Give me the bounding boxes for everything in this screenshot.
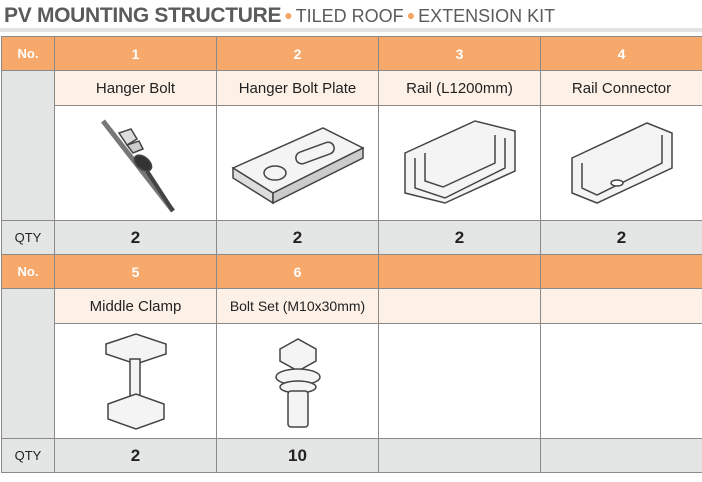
item-name: Middle Clamp — [54, 288, 217, 324]
empty-cell — [540, 254, 702, 289]
item-number: 6 — [216, 254, 379, 289]
no-label: No. — [1, 254, 55, 289]
label-cell — [1, 288, 55, 439]
item-number: 4 — [540, 36, 702, 71]
empty-cell — [378, 288, 541, 324]
parts-table: No. 1 2 3 4 Hanger Bolt Hanger Bolt Plat… — [1, 36, 702, 473]
empty-cell — [378, 254, 541, 289]
image-row — [2, 105, 702, 221]
hanger-bolt-icon — [54, 105, 217, 221]
item-number: 2 — [216, 36, 379, 71]
item-name: Rail Connector — [540, 70, 702, 106]
qty-label: QTY — [1, 438, 55, 473]
divider — [0, 28, 702, 32]
bullet-icon: ● — [406, 7, 416, 23]
middle-clamp-icon — [54, 323, 217, 439]
item-qty: 2 — [54, 438, 217, 473]
item-qty: 2 — [54, 220, 217, 255]
item-name: Rail (L1200mm) — [378, 70, 541, 106]
no-label: No. — [1, 36, 55, 71]
title-main: PV MOUNTING STRUCTURE — [4, 4, 282, 27]
page-title: PV MOUNTING STRUCTURE●TILED ROOF●EXTENSI… — [4, 2, 555, 28]
item-qty: 2 — [216, 220, 379, 255]
title-sub2: EXTENSION KIT — [418, 6, 556, 26]
image-row — [2, 323, 702, 439]
item-name: Bolt Set (M10x30mm) — [216, 288, 379, 324]
qty-row: QTY 2 2 2 2 — [1, 220, 702, 255]
empty-cell — [540, 438, 702, 473]
number-row: No. 1 2 3 4 — [1, 36, 702, 71]
bolt-plate-icon — [216, 105, 379, 221]
empty-cell — [540, 323, 702, 439]
empty-cell — [378, 438, 541, 473]
item-name: Hanger Bolt — [54, 70, 217, 106]
number-row: No. 5 6 — [1, 254, 702, 289]
item-number: 5 — [54, 254, 217, 289]
item-number: 1 — [54, 36, 217, 71]
item-name: Hanger Bolt Plate — [216, 70, 379, 106]
bullet-icon: ● — [284, 7, 293, 23]
rail-connector-icon — [540, 105, 702, 221]
empty-cell — [540, 288, 702, 324]
rail-icon — [378, 105, 541, 221]
qty-label: QTY — [1, 220, 55, 255]
item-qty: 2 — [378, 220, 541, 255]
item-number: 3 — [378, 36, 541, 71]
empty-cell — [378, 323, 541, 439]
bolt-set-icon — [216, 323, 379, 439]
label-cell — [1, 70, 55, 221]
title-sub1: TILED ROOF — [295, 6, 404, 26]
qty-row: QTY 2 10 — [1, 438, 702, 473]
item-qty: 2 — [540, 220, 702, 255]
item-qty: 10 — [216, 438, 379, 473]
name-row: Middle Clamp Bolt Set (M10x30mm) — [1, 288, 702, 439]
name-row: Hanger Bolt Hanger Bolt Plate Rail (L120… — [1, 70, 702, 221]
